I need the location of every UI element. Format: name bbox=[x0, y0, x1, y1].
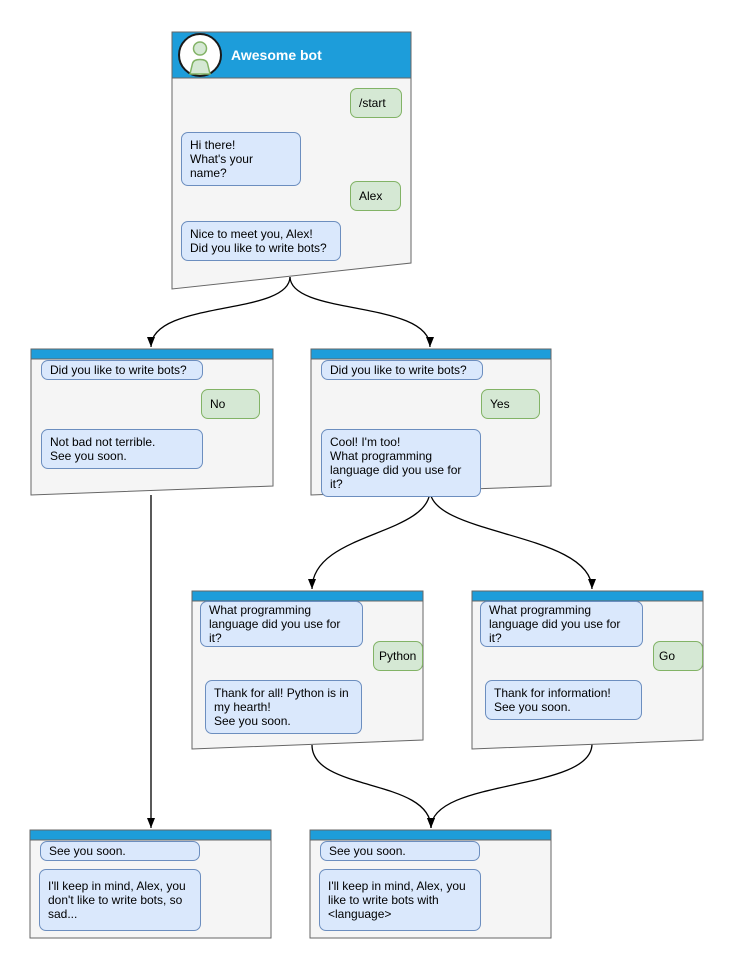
bot-message-bubble: Did you like to write bots? bbox=[41, 360, 203, 380]
bot-message-bubble: I'll keep in mind, Alex, you don't like … bbox=[39, 869, 201, 931]
edge-yes-to-python bbox=[308, 489, 431, 590]
bot-message-bubble: Cool! I'm too! What programming language… bbox=[321, 429, 481, 497]
user-message-bubble: No bbox=[201, 389, 260, 419]
window-header bbox=[191, 590, 424, 602]
window-header bbox=[309, 829, 552, 841]
bot-message-bubble: I'll keep in mind, Alex, you like to wri… bbox=[319, 869, 481, 931]
user-message-bubble: Alex bbox=[350, 181, 401, 211]
bot-message-bubble: Did you like to write bots? bbox=[321, 360, 483, 380]
bot-message-bubble: Nice to meet you, Alex! Did you like to … bbox=[181, 221, 341, 261]
edge-yes-to-go bbox=[429, 489, 596, 590]
bot-message-bubble: See you soon. bbox=[320, 841, 480, 861]
edge-go-to-end bbox=[427, 743, 593, 829]
edges bbox=[147, 276, 596, 829]
bot-message-bubble: What programming language did you use fo… bbox=[200, 601, 363, 647]
bot-message-bubble: Thank for all! Python is in my hearth! S… bbox=[205, 680, 362, 734]
edge-python-to-end bbox=[311, 744, 435, 829]
window-header bbox=[471, 590, 704, 602]
bot-message-bubble: Hi there! What's your name? bbox=[181, 132, 301, 186]
user-message-bubble: Go bbox=[653, 641, 703, 671]
bot-message-bubble: Not bad not terrible. See you soon. bbox=[41, 429, 203, 469]
window-header bbox=[30, 348, 274, 360]
bot-message-bubble: Thank for information! See you soon. bbox=[485, 680, 642, 720]
user-message-bubble: /start bbox=[350, 88, 402, 118]
avatar-person-icon bbox=[189, 58, 211, 75]
bot-message-bubble: See you soon. bbox=[40, 841, 200, 861]
window-header bbox=[29, 829, 272, 841]
edge-main-to-no bbox=[147, 276, 291, 348]
user-message-bubble: Python bbox=[373, 641, 423, 671]
window-header bbox=[310, 348, 552, 360]
bot-title: Awesome bot bbox=[231, 47, 322, 63]
edge-main-to-yes bbox=[289, 276, 434, 348]
bot-message-bubble: What programming language did you use fo… bbox=[480, 601, 643, 647]
user-message-bubble: Yes bbox=[481, 389, 540, 419]
avatar-person-icon bbox=[192, 41, 208, 56]
